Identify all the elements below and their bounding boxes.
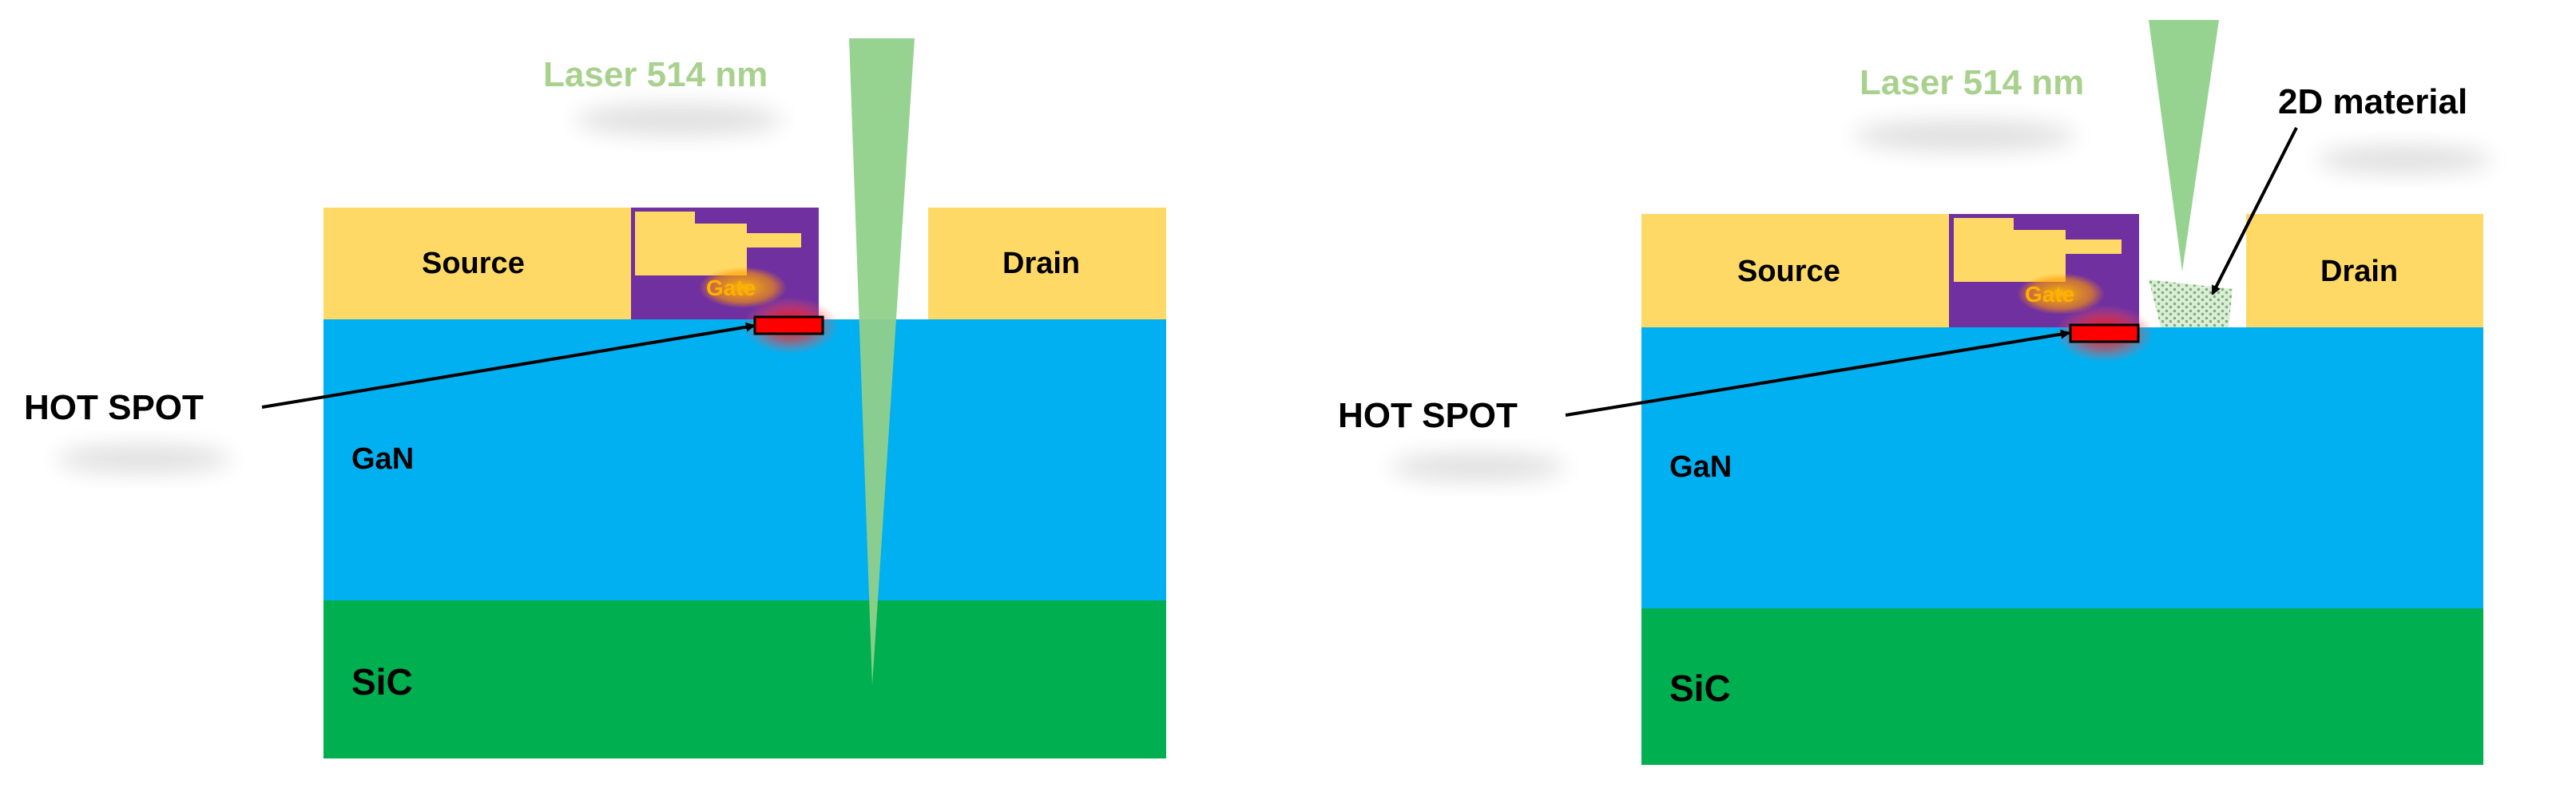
gan-label: GaN: [1669, 450, 1732, 484]
material-label: 2D material: [2278, 82, 2467, 121]
gate-label: Gate: [706, 275, 756, 300]
source-label: Source: [1737, 255, 1840, 288]
material-arrow: [2211, 127, 2298, 295]
text-shadow: [1853, 120, 2077, 152]
text-shadow: [575, 104, 783, 136]
drain-contact: [928, 208, 1166, 319]
gan-label: GaN: [351, 442, 414, 476]
source-contact: [323, 208, 635, 319]
gan-layer: [323, 319, 1166, 600]
hot-spot-arrow: [1565, 329, 2070, 417]
laser-beam: [849, 38, 915, 685]
laser-beam: [2149, 20, 2219, 271]
text-shadow: [1390, 453, 1566, 481]
source-label: Source: [422, 247, 525, 280]
hot-spot-arrow: [261, 322, 756, 409]
sic-layer: [1641, 608, 2483, 765]
text-shadow: [2316, 145, 2492, 174]
hot-spot-label: HOT SPOT: [1338, 396, 1518, 435]
hot-spot-marker: [2069, 323, 2140, 343]
gate-label: Gate: [2025, 282, 2074, 307]
drain-label: Drain: [2320, 255, 2398, 288]
source-contact: [1641, 214, 1955, 327]
panel-right: Laser 514 nm 2D material Source Drain Ga…: [1338, 20, 2492, 765]
gate-electrode: [1949, 214, 2139, 327]
gan-layer: [1641, 327, 2483, 608]
hot-spot-label: HOT SPOT: [24, 388, 204, 427]
2d-material-flake: [2149, 279, 2233, 327]
sic-layer: [323, 600, 1166, 758]
drain-contact: [2246, 214, 2483, 327]
sic-label: SiC: [1669, 667, 1731, 709]
drain-label: Drain: [1002, 247, 1080, 280]
panel-left: Laser 514 nm Source Drain Gate GaN SiC H…: [24, 38, 1166, 758]
sic-label: SiC: [351, 661, 413, 703]
laser-label: Laser 514 nm: [1860, 63, 2084, 102]
laser-label: Laser 514 nm: [543, 55, 768, 94]
hot-spot-marker: [753, 315, 824, 335]
text-shadow: [56, 445, 232, 473]
